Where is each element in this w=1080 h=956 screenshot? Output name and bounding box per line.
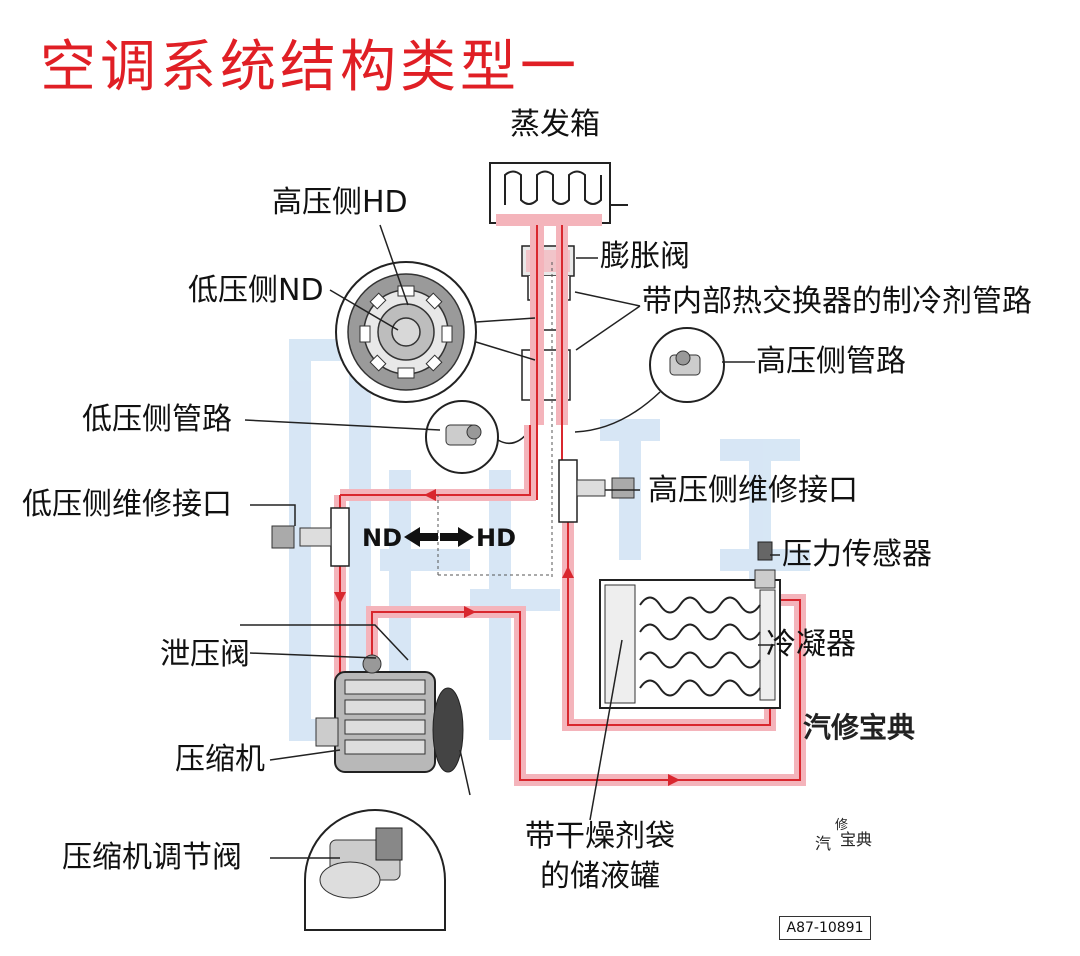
- label-receiver-drier-line1: 带干燥剂袋: [525, 819, 675, 854]
- label-internal-hx-pipe: 带内部热交换器的制冷剂管路: [642, 284, 1032, 319]
- label-high-pressure-line: 高压侧管路: [756, 344, 906, 379]
- label-low-service-port: 低压侧维修接口: [22, 487, 232, 522]
- label-compressor: 压缩机: [175, 742, 265, 777]
- high-pressure-fitting-inset: [574, 327, 725, 433]
- label-hd: HD: [476, 524, 517, 552]
- figure-code: A87-10891: [779, 916, 871, 940]
- label-high-side-hd: 高压侧HD: [272, 185, 408, 220]
- watermark-brand: 汽修宝典: [803, 711, 916, 744]
- label-nd: ND: [362, 524, 403, 552]
- compressor-unit: [315, 654, 464, 773]
- label-low-pressure-line: 低压侧管路: [82, 402, 232, 437]
- pipe-cross-section: [335, 261, 536, 403]
- label-receiver-drier-line2: 的储液罐: [540, 859, 660, 894]
- label-high-service-port: 高压侧维修接口: [648, 473, 858, 508]
- leader-lines: [240, 224, 780, 859]
- low-service-port-graphic: [271, 507, 350, 567]
- watermark-small-left: 汽: [815, 834, 832, 853]
- watermark-small-top: 修: [835, 818, 849, 833]
- low-pressure-fitting-inset: [425, 400, 531, 474]
- watermark-small-right: 宝典: [840, 830, 873, 849]
- label-pressure-sensor: 压力传感器: [782, 537, 932, 572]
- control-valve-inset: [304, 809, 446, 931]
- nd-hd-arrow: [404, 527, 474, 547]
- label-compressor-control-valve: 压缩机调节阀: [62, 840, 242, 875]
- expansion-valve-assembly: [521, 225, 575, 580]
- label-evaporator: 蒸发箱: [510, 107, 600, 142]
- label-low-side-nd: 低压侧ND: [188, 273, 324, 308]
- label-relief-valve: 泄压阀: [160, 637, 250, 672]
- label-condenser: 冷凝器: [766, 627, 856, 662]
- high-service-port-graphic: [558, 459, 635, 523]
- label-expansion-valve: 膨胀阀: [600, 239, 690, 274]
- condenser-unit: [599, 541, 781, 709]
- diagram-title: 空调系统结构类型一: [40, 35, 580, 100]
- evaporator-unit: [489, 162, 628, 226]
